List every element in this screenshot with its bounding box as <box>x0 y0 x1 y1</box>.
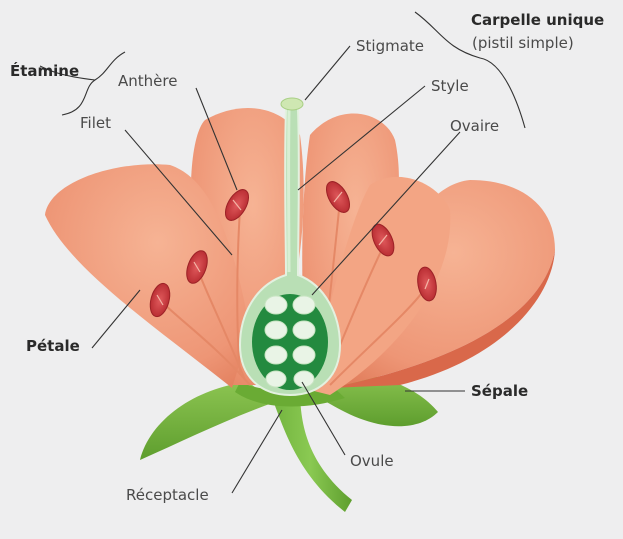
label-stigmate: Stigmate <box>356 37 424 55</box>
label-petale: Pétale <box>26 337 80 355</box>
label-pistil-simple: (pistil simple) <box>472 34 574 52</box>
label-ovule: Ovule <box>350 452 394 470</box>
label-sepale: Sépale <box>471 382 528 400</box>
label-ovaire: Ovaire <box>450 117 499 135</box>
label-style: Style <box>431 77 469 95</box>
label-etamine: Étamine <box>10 62 79 80</box>
label-anthere: Anthère <box>118 72 177 90</box>
label-receptacle: Réceptacle <box>126 486 209 504</box>
label-filet: Filet <box>80 114 111 132</box>
stigma <box>281 98 303 110</box>
label-carpelle-unique: Carpelle unique <box>471 11 604 29</box>
